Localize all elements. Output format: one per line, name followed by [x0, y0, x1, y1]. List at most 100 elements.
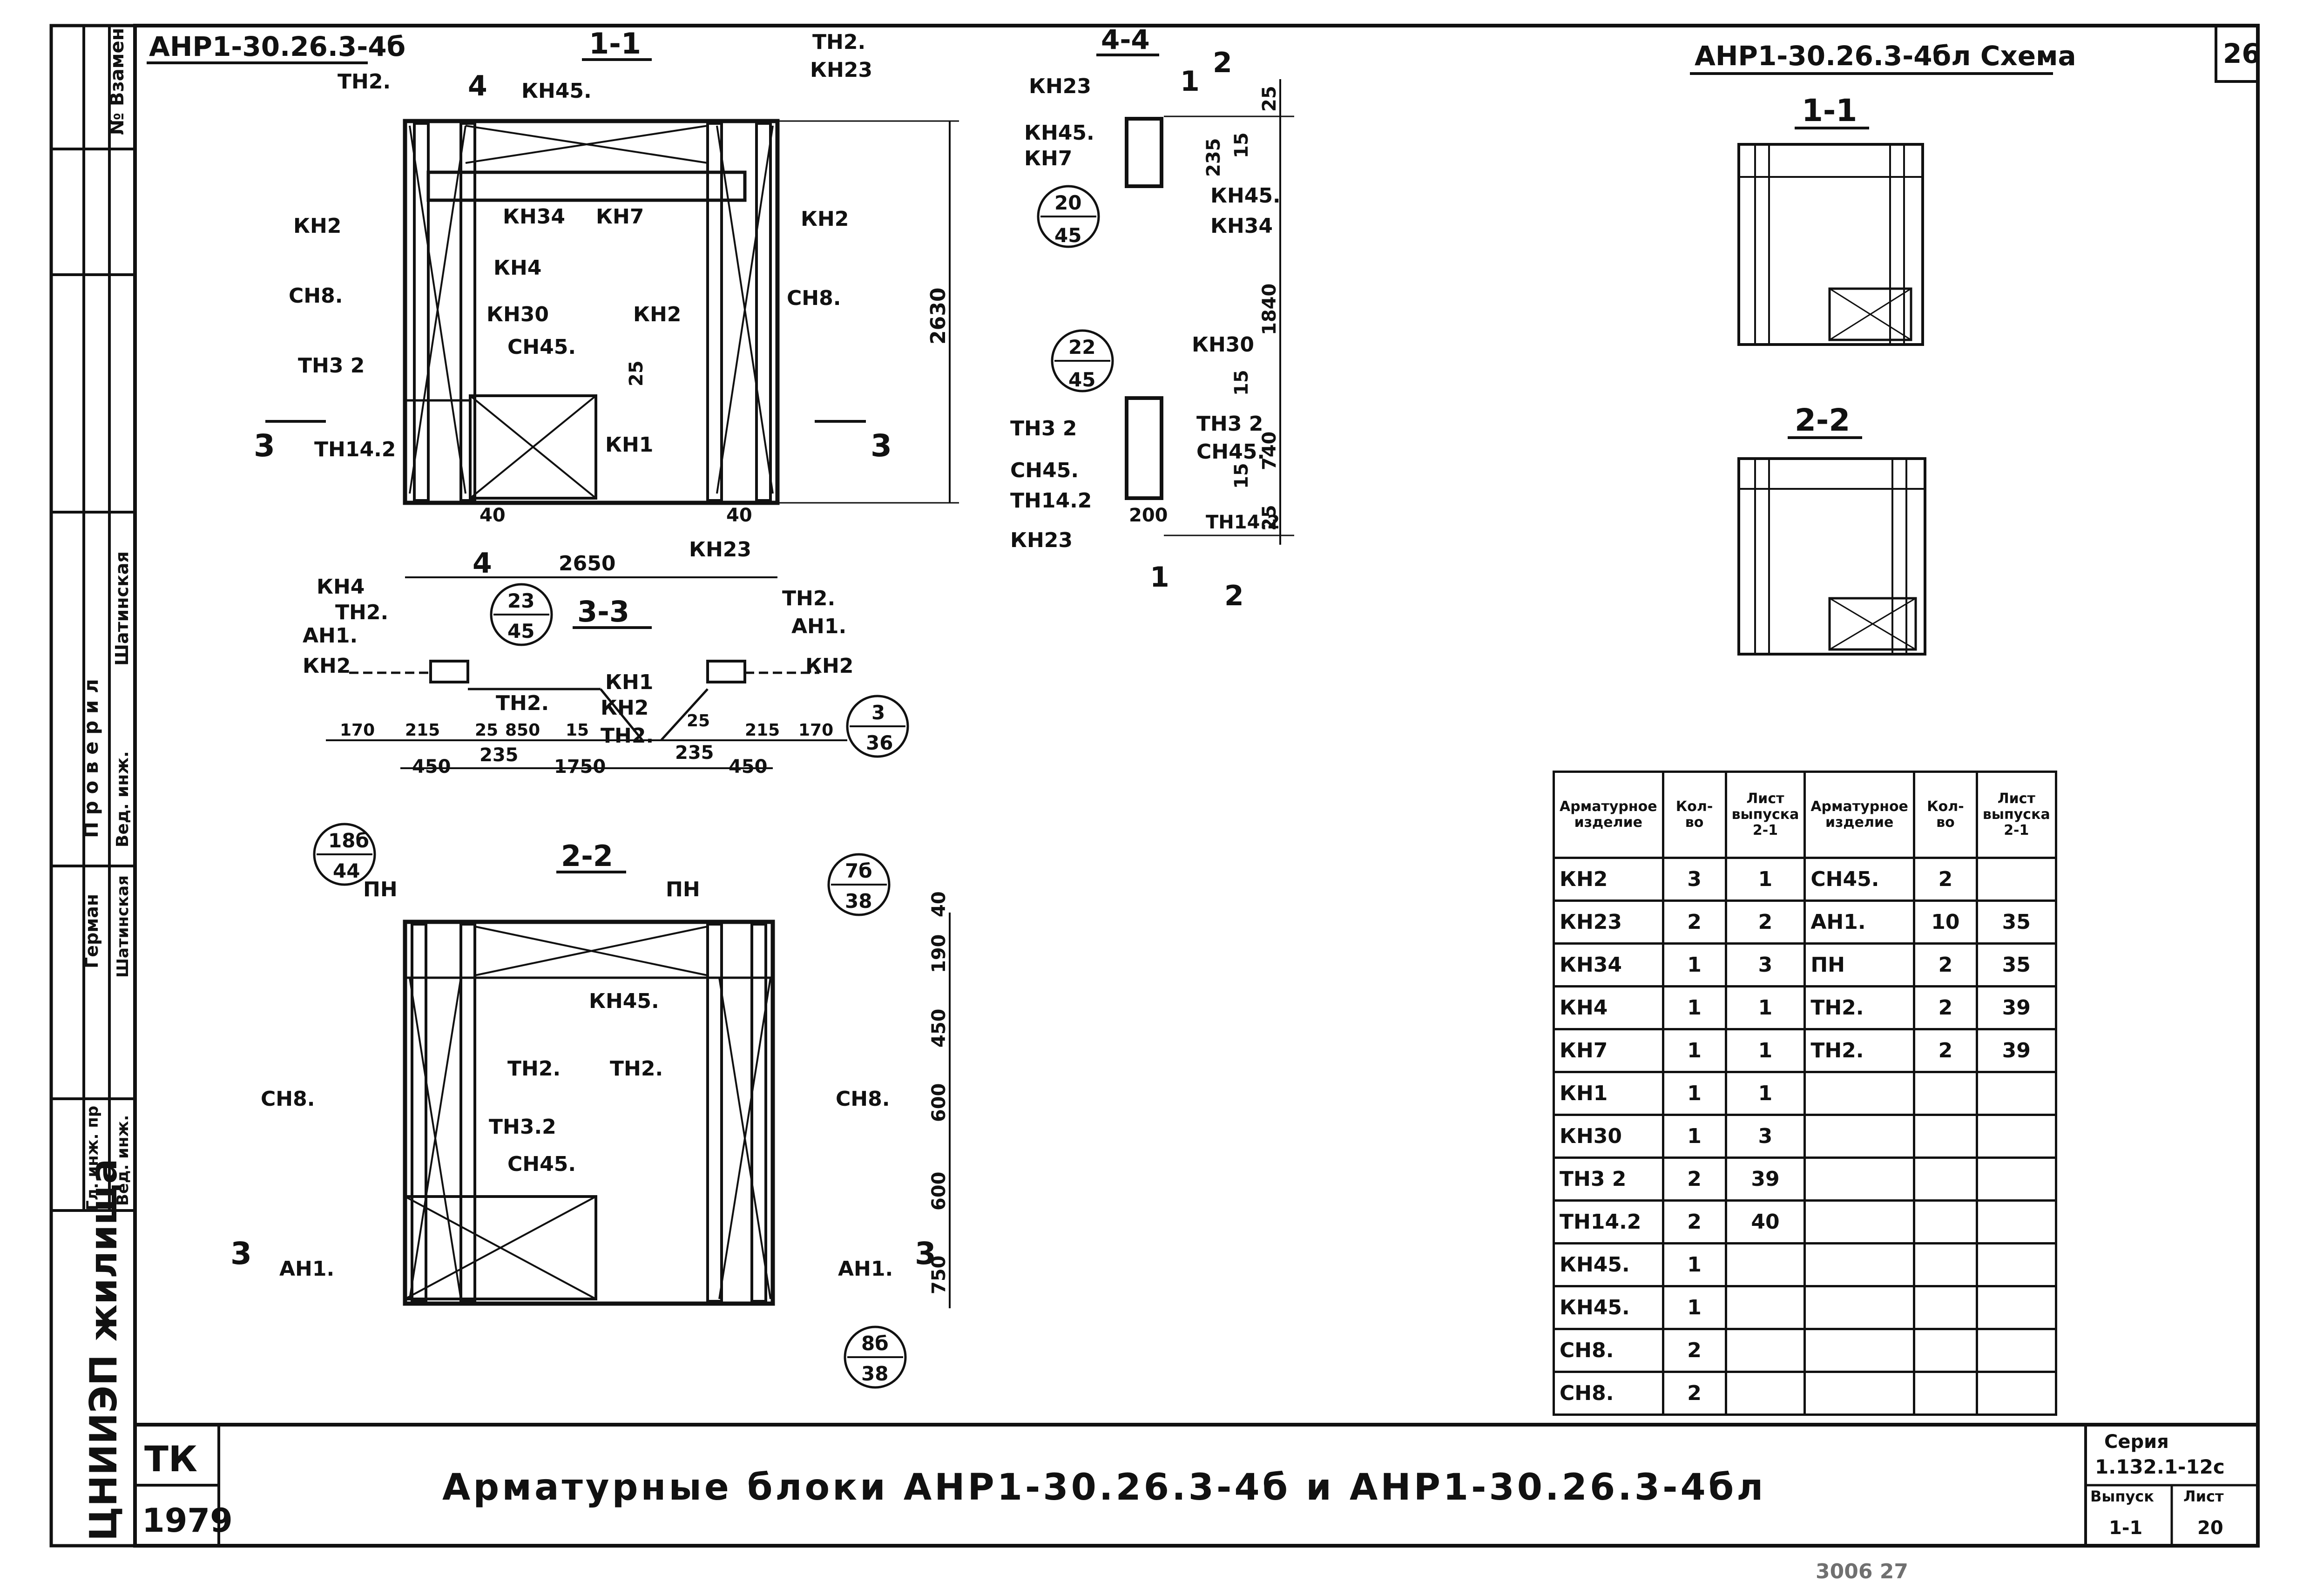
svg-text:45: 45 [1068, 368, 1095, 391]
svg-text:АН1.: АН1. [838, 1257, 893, 1281]
svg-text:КН7: КН7 [596, 205, 644, 229]
table-cell: 1 [1724, 985, 1806, 1030]
side-org: ЦНИИЭП жилища [82, 1159, 125, 1541]
svg-text:ТН14.2: ТН14.2 [1206, 512, 1280, 533]
table-cell: КН34 [1553, 942, 1664, 987]
svg-text:КН30: КН30 [1192, 333, 1254, 357]
table-cell [1912, 1114, 1978, 1159]
drawing-title: Арматурные блоки АНР1-30.26.3-4б и АНР1-… [442, 1467, 1766, 1508]
svg-text:ТН2.: ТН2. [496, 691, 549, 715]
table-cell: 1 [1662, 1028, 1727, 1073]
table-cell: 2 [1662, 1199, 1727, 1244]
table-cell [1975, 1285, 2057, 1330]
table-row: СН8.2 [1553, 1371, 2057, 1416]
svg-text:ТН2.: ТН2. [601, 724, 654, 748]
svg-text:КН45.: КН45. [521, 79, 592, 103]
svg-text:КН45.: КН45. [1210, 184, 1281, 208]
table-row: КН45.1 [1553, 1242, 2057, 1287]
svg-text:КН2: КН2 [805, 654, 853, 678]
svg-text:235: 235 [1203, 138, 1224, 177]
table-cell [1912, 1156, 1978, 1202]
svg-text:СН8.: СН8. [261, 1087, 315, 1111]
table-cell: СН8. [1553, 1371, 1664, 1416]
table-cell: ТН2. [1803, 985, 1915, 1030]
tb-year: 1979 [142, 1501, 233, 1540]
svg-text:850: 850 [505, 721, 540, 740]
svg-text:40: 40 [726, 505, 752, 526]
table-cell: 10 [1912, 899, 1978, 945]
table-cell [1724, 1371, 1806, 1416]
side-gl-inzh: Гл. инж. пр [83, 1106, 102, 1211]
tb-series-value: 1.132.1-12с [2095, 1455, 2225, 1478]
svg-text:20: 20 [1054, 191, 1081, 214]
svg-text:КН45.: КН45. [1024, 121, 1094, 145]
table-cell [1975, 1071, 2057, 1116]
section-2-2: 2-2 40 190 450 600 600 750 ПН ПН КН45. Т… [230, 823, 951, 1389]
svg-text:2650: 2650 [559, 552, 615, 575]
svg-text:СН8.: СН8. [787, 286, 841, 310]
svg-text:750: 750 [928, 1256, 950, 1295]
svg-text:23: 23 [507, 589, 534, 612]
table-cell: КН2 [1553, 857, 1664, 902]
header-cell: Кол-во [1912, 771, 1978, 859]
svg-text:ТН3.2: ТН3.2 [489, 1115, 556, 1139]
table-cell: 1 [1662, 1242, 1727, 1287]
svg-text:ТН2.: ТН2. [335, 601, 388, 624]
svg-text:КН1: КН1 [605, 670, 653, 694]
svg-text:СН45.: СН45. [507, 1152, 576, 1176]
svg-text:СН8.: СН8. [836, 1087, 890, 1111]
table-cell: 1 [1662, 1114, 1727, 1159]
table-cell: КН1 [1553, 1071, 1664, 1116]
svg-text:36: 36 [866, 731, 893, 754]
table-cell: 39 [1724, 1156, 1806, 1202]
header-cell: Арматурное изделие [1553, 771, 1664, 859]
doc-code: АНР1-30.26.3-4б [149, 31, 405, 62]
table-cell [1724, 1328, 1806, 1373]
side-ved-inzh-1: Вед. инж. [113, 751, 132, 847]
svg-text:ТН14.2: ТН14.2 [314, 438, 396, 461]
svg-text:190: 190 [928, 934, 950, 974]
svg-text:АН1.: АН1. [279, 1257, 334, 1281]
side-vzamen: № Взамен [107, 28, 128, 135]
svg-text:450: 450 [928, 1009, 950, 1048]
svg-text:ТН3 2: ТН3 2 [1010, 417, 1077, 440]
svg-text:1: 1 [1180, 65, 1200, 98]
table-cell: КН23 [1553, 899, 1664, 945]
svg-text:ТН2.: ТН2. [782, 587, 835, 610]
section-1-1-title: 1-1 [589, 27, 641, 61]
table-cell: КН4 [1553, 985, 1664, 1030]
table-cell [1975, 1199, 2057, 1244]
svg-text:КН23: КН23 [1029, 74, 1091, 98]
table-cell: 39 [1975, 985, 2057, 1030]
svg-text:КН2: КН2 [303, 654, 351, 678]
svg-text:38: 38 [845, 890, 872, 913]
tb-code: ТК [144, 1438, 197, 1480]
table-cell: 39 [1975, 1028, 2057, 1073]
section-2-2-title: 2-2 [561, 839, 613, 873]
svg-text:СН45.: СН45. [507, 335, 576, 359]
svg-text:15: 15 [566, 721, 589, 740]
footer-note: 3006 27 [1816, 1560, 1908, 1583]
table-cell [1912, 1199, 1978, 1244]
table-cell: ТН14.2 [1553, 1199, 1664, 1244]
table-cell [1803, 1371, 1915, 1416]
svg-text:38: 38 [861, 1362, 888, 1385]
svg-text:КН4: КН4 [493, 256, 541, 280]
svg-text:КН2: КН2 [801, 207, 849, 231]
table-cell: СН8. [1553, 1328, 1664, 1373]
table-cell [1803, 1071, 1915, 1116]
svg-text:АН1.: АН1. [303, 624, 358, 648]
scheme-1-1-title: 1-1 [1802, 93, 1857, 128]
table-cell [1912, 1328, 1978, 1373]
table-cell [1975, 1371, 2057, 1416]
svg-text:44: 44 [333, 859, 360, 882]
svg-text:КН23: КН23 [1010, 528, 1073, 552]
section-1-1: 1-1 2630 2650 40 40 25 ТН2. КН45. ТН2. К… [254, 27, 959, 580]
table-cell: 35 [1975, 942, 2057, 987]
svg-text:ТН2.: ТН2. [338, 70, 391, 94]
header-cell: Лист выпуска 2-1 [1724, 771, 1806, 859]
